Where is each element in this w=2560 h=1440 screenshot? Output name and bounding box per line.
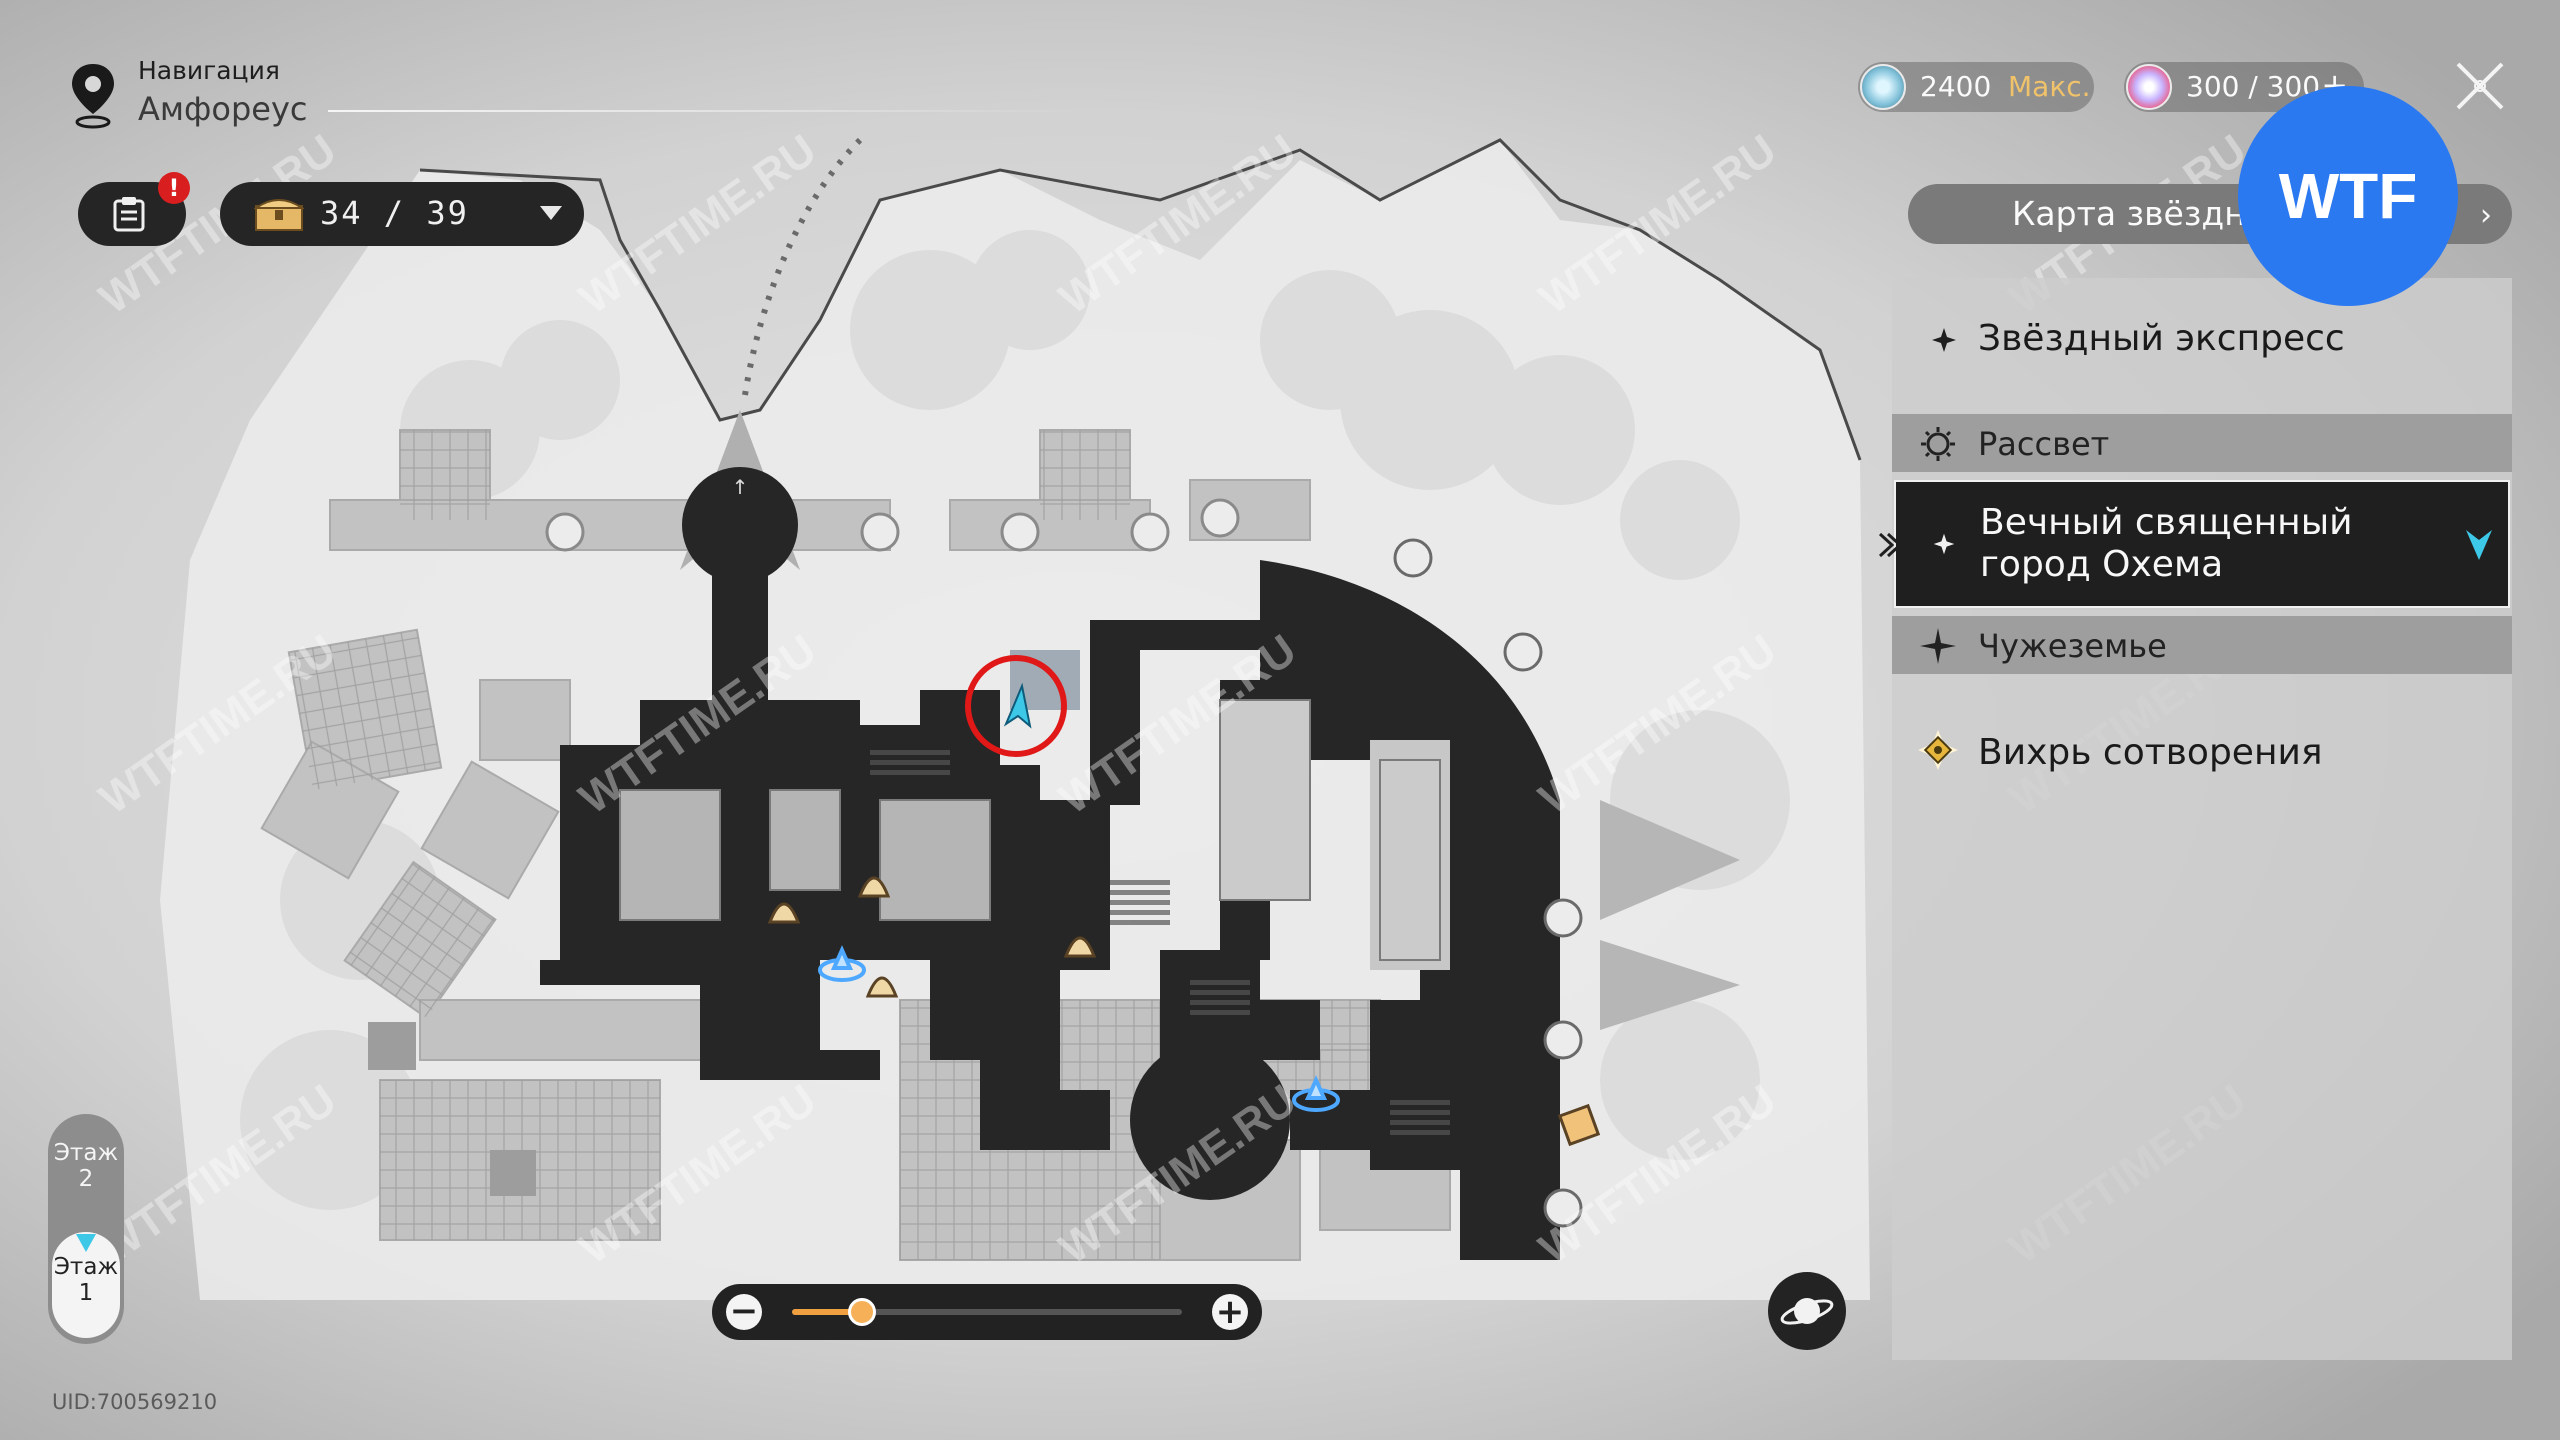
sparkle-icon (1932, 328, 1956, 352)
location-marker-icon (2466, 530, 2492, 560)
planet-icon (1780, 1298, 1834, 1325)
header-divider (328, 110, 1088, 112)
treasure-chest-counter[interactable]: 34 / 39 (220, 182, 584, 246)
chevron-down-icon[interactable] (540, 206, 562, 220)
map-pin-icon (72, 64, 114, 129)
zoom-in-button[interactable]: + (1212, 1294, 1248, 1330)
player-location (965, 650, 1080, 757)
region-label: Вечный священный город Охема (1980, 502, 2353, 585)
region-item-vortex-of-creation[interactable]: Вихрь сотворения (1892, 688, 2512, 816)
region-label: Вихрь сотворения (1978, 732, 2323, 773)
region-header-foreign-land[interactable]: Чужеземье (1892, 616, 2512, 674)
stellar-jade-icon (1860, 64, 1906, 110)
region-label: Звёздный экспресс (1978, 318, 2345, 359)
zoom-slider-handle[interactable] (848, 1298, 877, 1326)
region-list-panel: Звёздный экспресс Рассвет Вечный священн… (1892, 278, 2512, 1360)
vortex-emblem-icon (1918, 730, 1958, 770)
chevron-right-icon[interactable]: › (2480, 198, 2492, 233)
stellar-jade-value: 2400 (1920, 70, 1992, 103)
space-anchor-icon[interactable] (818, 945, 1340, 1112)
sun-icon (1921, 427, 1955, 461)
zoom-slider-fill (792, 1309, 863, 1315)
puzzle-icon[interactable] (1557, 1103, 1601, 1147)
floor-label: Этаж 2 (53, 1140, 119, 1192)
location-name: Амфореус (138, 90, 308, 128)
region-item-okhema[interactable]: Вечный священный город Охема (1894, 480, 2510, 608)
svg-text:↑: ↑ (732, 475, 749, 499)
planet-view-button[interactable] (1768, 1272, 1846, 1350)
star-burst-icon (1920, 628, 1956, 664)
zoom-out-button[interactable]: − (726, 1294, 762, 1330)
star-rail-pass-icon (2126, 64, 2172, 110)
zoom-control: − + (712, 1284, 1262, 1340)
navigation-header: Навигация Амфореус (68, 52, 1088, 132)
sparkle-icon (1933, 533, 1955, 555)
zoom-slider[interactable] (792, 1298, 1182, 1326)
floor-1-button[interactable]: Этаж 1 (52, 1232, 120, 1338)
region-label: Чужеземье (1978, 627, 2167, 665)
clipboard-icon (113, 197, 145, 232)
player-arrow-icon (1003, 682, 1032, 729)
floor-label: Этаж 1 (53, 1254, 119, 1306)
alert-badge: ! (158, 172, 190, 204)
chest-count-text: 34 / 39 (320, 194, 469, 232)
region-item-astral-express[interactable]: Звёздный экспресс (1892, 278, 2512, 406)
selected-indicator-icon (1878, 532, 1903, 558)
stellar-jade-counter[interactable]: 2400 Макс. (1858, 62, 2094, 112)
wtf-logo-badge: WTF (2238, 86, 2458, 306)
navigation-label: Навигация (138, 56, 280, 85)
region-header-dawn[interactable]: Рассвет (1892, 414, 2512, 472)
chest-icon (254, 199, 304, 231)
close-icon[interactable] (2452, 58, 2508, 114)
user-id: UID:700569210 (52, 1390, 218, 1414)
stellar-jade-max-label: Макс. (2008, 70, 2091, 103)
merchant-bell-icon[interactable] (767, 876, 1097, 998)
region-label: Рассвет (1978, 425, 2110, 463)
current-floor-marker-icon (76, 1234, 96, 1252)
floor-2-button[interactable]: Этаж 2 (48, 1140, 124, 1192)
